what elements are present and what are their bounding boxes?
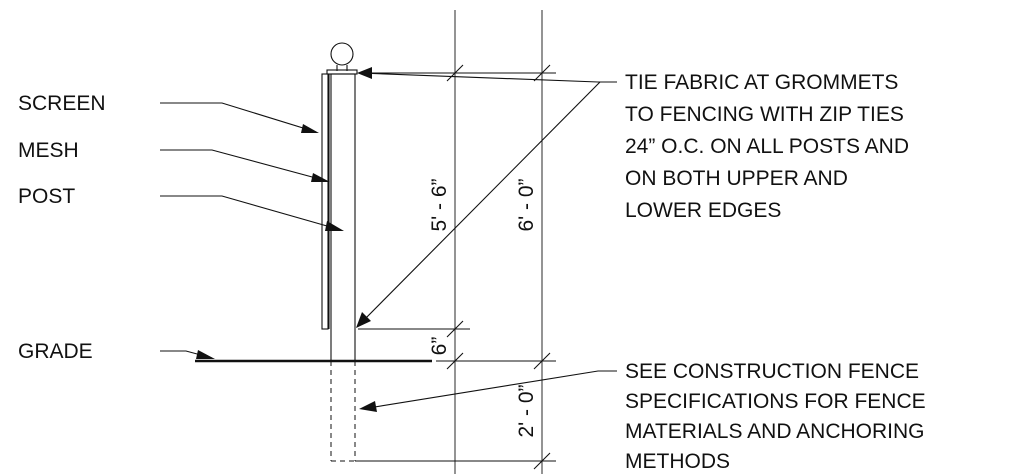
note-tie-fabric-line-2: TO FENCING WITH ZIP TIES <box>625 103 904 126</box>
tick-mark <box>446 320 464 338</box>
screen-fabric <box>321 73 329 330</box>
screen-leader <box>160 102 317 133</box>
dimension-bottom-gap: 6” <box>428 337 451 356</box>
post-finial <box>330 42 354 66</box>
note-see-spec-line-4: METHODS <box>625 450 730 473</box>
note-tie-fabric-line-1: TIE FABRIC AT GROMMETS <box>625 71 898 94</box>
mesh-arrowhead <box>311 173 330 182</box>
tie-fabric-arrowhead-bottom <box>356 312 371 328</box>
grade-arrowhead <box>196 350 215 359</box>
tick-mark <box>533 352 551 370</box>
post-arrowhead <box>325 221 344 231</box>
note-tie-fabric-line-5: LOWER EDGES <box>625 199 781 222</box>
dimension-fabric-height: 5' - 6” <box>428 178 451 231</box>
screen-arrowhead <box>301 124 319 133</box>
label-screen: SCREEN <box>18 92 106 115</box>
dimension-embed-depth: 2' - 0” <box>515 384 538 437</box>
post <box>330 73 356 362</box>
note-tie-fabric-line-3: 24” O.C. ON ALL POSTS AND <box>625 135 909 158</box>
post-leader <box>160 195 342 231</box>
post-cap <box>326 69 358 75</box>
tick-mark <box>533 64 551 82</box>
mesh-leader <box>160 149 328 182</box>
note-tie-fabric-line-4: ON BOTH UPPER AND <box>625 167 848 190</box>
label-grade: GRADE <box>18 340 93 363</box>
note-see-spec-line-3: MATERIALS AND ANCHORING <box>625 420 925 443</box>
note-see-spec-line-1: SEE CONSTRUCTION FENCE <box>625 360 919 383</box>
tie-fabric-leader-bottom <box>357 81 601 327</box>
note-see-spec-line-2: SPECIFICATIONS FOR FENCE <box>625 390 926 413</box>
tick-mark <box>446 64 464 82</box>
tick-mark <box>533 452 551 470</box>
tie-fabric-arrowhead-top <box>357 67 372 79</box>
label-mesh: MESH <box>18 139 79 162</box>
label-post: POST <box>18 185 75 208</box>
tie-fabric-leader-top <box>358 72 617 83</box>
see-spec-arrowhead <box>359 401 377 412</box>
see-spec-leader <box>361 370 617 410</box>
tick-mark <box>446 352 464 370</box>
dimension-total-height: 6' - 0” <box>515 178 538 231</box>
